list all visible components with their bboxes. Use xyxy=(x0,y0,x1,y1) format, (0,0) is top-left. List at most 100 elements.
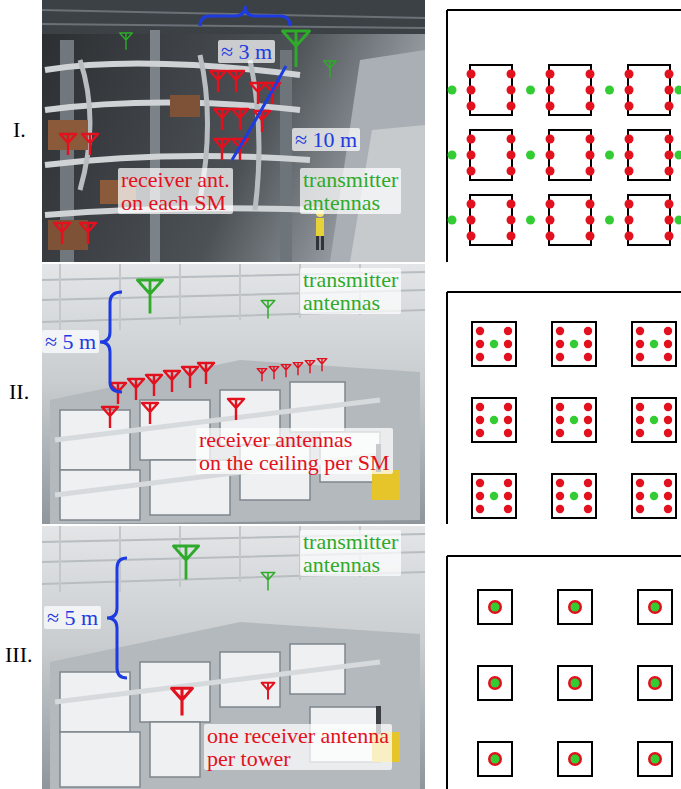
antenna-dot xyxy=(526,86,535,95)
receiver-antennas xyxy=(210,71,226,92)
antenna-dot xyxy=(586,216,595,225)
layout-schematic xyxy=(632,474,676,518)
layout-schematic xyxy=(638,666,672,700)
hall-photo xyxy=(330,50,425,262)
panel-number: III. xyxy=(2,643,35,666)
antenna-dot xyxy=(636,353,644,361)
hall-photo xyxy=(50,622,420,789)
antenna-dot xyxy=(586,86,595,95)
antenna-dot xyxy=(546,232,555,241)
receiver-antennas xyxy=(82,134,98,155)
antenna-dot xyxy=(636,327,644,335)
transmitter-antennas xyxy=(324,61,337,78)
hall-photo xyxy=(42,0,425,262)
antenna-dot xyxy=(568,676,582,690)
antenna-dot xyxy=(584,492,592,500)
antenna-dot xyxy=(636,403,644,411)
antenna-dot xyxy=(584,416,592,424)
antenna-dot xyxy=(664,505,672,513)
antenna-dot xyxy=(556,340,564,348)
layout-schematic xyxy=(638,590,672,624)
receiver-antennas xyxy=(182,367,198,388)
antenna-dot xyxy=(625,70,634,79)
layout-schematic xyxy=(470,130,512,180)
antenna-dot xyxy=(650,340,658,348)
antenna-dot xyxy=(546,135,555,144)
dimension-brace xyxy=(200,6,290,160)
transmitter-antennas xyxy=(137,280,274,319)
transmitter-antennas xyxy=(261,573,275,591)
antenna-dot xyxy=(625,200,634,209)
antenna-dot xyxy=(556,353,564,361)
antenna-dot xyxy=(488,600,502,614)
antenna-dot xyxy=(664,492,672,500)
antenna-dot xyxy=(675,151,681,160)
receiver-antennas xyxy=(262,683,275,700)
antenna-dot xyxy=(504,403,512,411)
dimension-label: ≈ 5 m xyxy=(42,330,99,353)
hall-photo xyxy=(60,732,140,787)
antenna-dot xyxy=(507,200,516,209)
antenna-dot xyxy=(476,479,484,487)
hall-photo xyxy=(55,662,380,702)
antenna-dot xyxy=(488,752,502,766)
antenna-dot xyxy=(546,102,555,111)
antenna-dot xyxy=(651,679,660,688)
antenna-dot xyxy=(467,70,476,79)
antenna-dot xyxy=(570,340,578,348)
layout-schematic xyxy=(470,65,670,245)
antenna-dot xyxy=(636,479,644,487)
transmitter-antennas xyxy=(173,546,274,591)
antenna-dot xyxy=(605,151,614,160)
receiver-antennas xyxy=(110,383,126,404)
receiver-antennas xyxy=(198,363,214,384)
receiver-antennas xyxy=(54,71,280,244)
panel-number: II. xyxy=(6,380,32,403)
antenna-dot xyxy=(476,353,484,361)
antenna-dot xyxy=(665,167,674,176)
antenna-dot xyxy=(556,403,564,411)
antenna-dot xyxy=(586,70,595,79)
antenna-dot xyxy=(650,492,658,500)
layout-schematic xyxy=(470,195,512,245)
antenna-dot xyxy=(507,167,516,176)
antenna-dot xyxy=(526,151,535,160)
layout-schematic xyxy=(447,292,681,524)
antenna-dot xyxy=(568,752,582,766)
antenna-dot xyxy=(504,429,512,437)
hall-photo xyxy=(42,526,425,789)
antenna-dot xyxy=(665,86,674,95)
layout-schematic xyxy=(491,603,660,764)
antenna-dot xyxy=(476,429,484,437)
antenna-dot xyxy=(504,353,512,361)
layout-schematic xyxy=(472,474,516,518)
worker-figure xyxy=(321,236,324,250)
receiver-antennas xyxy=(128,379,144,400)
transmitter-antennas xyxy=(137,280,162,314)
receiver-antennas xyxy=(54,223,70,244)
antenna-dot xyxy=(586,232,595,241)
antenna-dot xyxy=(476,403,484,411)
receiver-antennas xyxy=(102,407,118,428)
antenna-dot xyxy=(636,505,644,513)
antenna-dot xyxy=(507,86,516,95)
transmitter-antennas xyxy=(120,33,133,50)
antenna-dot xyxy=(546,86,555,95)
antenna-dot xyxy=(448,216,457,225)
antenna-dot xyxy=(507,216,516,225)
antenna-dot xyxy=(476,492,484,500)
receiver-antennas xyxy=(80,223,96,244)
layout-schematic xyxy=(478,590,512,624)
antenna-dot xyxy=(546,151,555,160)
antenna-dot xyxy=(556,327,564,335)
layout-schematic xyxy=(472,322,516,366)
antenna-dot xyxy=(570,416,578,424)
antenna-dot xyxy=(586,151,595,160)
antenna-dot xyxy=(467,135,476,144)
antenna-dot xyxy=(490,416,498,424)
layout-schematic xyxy=(467,70,674,241)
antenna-dot xyxy=(556,492,564,500)
antenna-dot xyxy=(586,200,595,209)
antenna-dot xyxy=(625,151,634,160)
antenna-dot xyxy=(584,479,592,487)
